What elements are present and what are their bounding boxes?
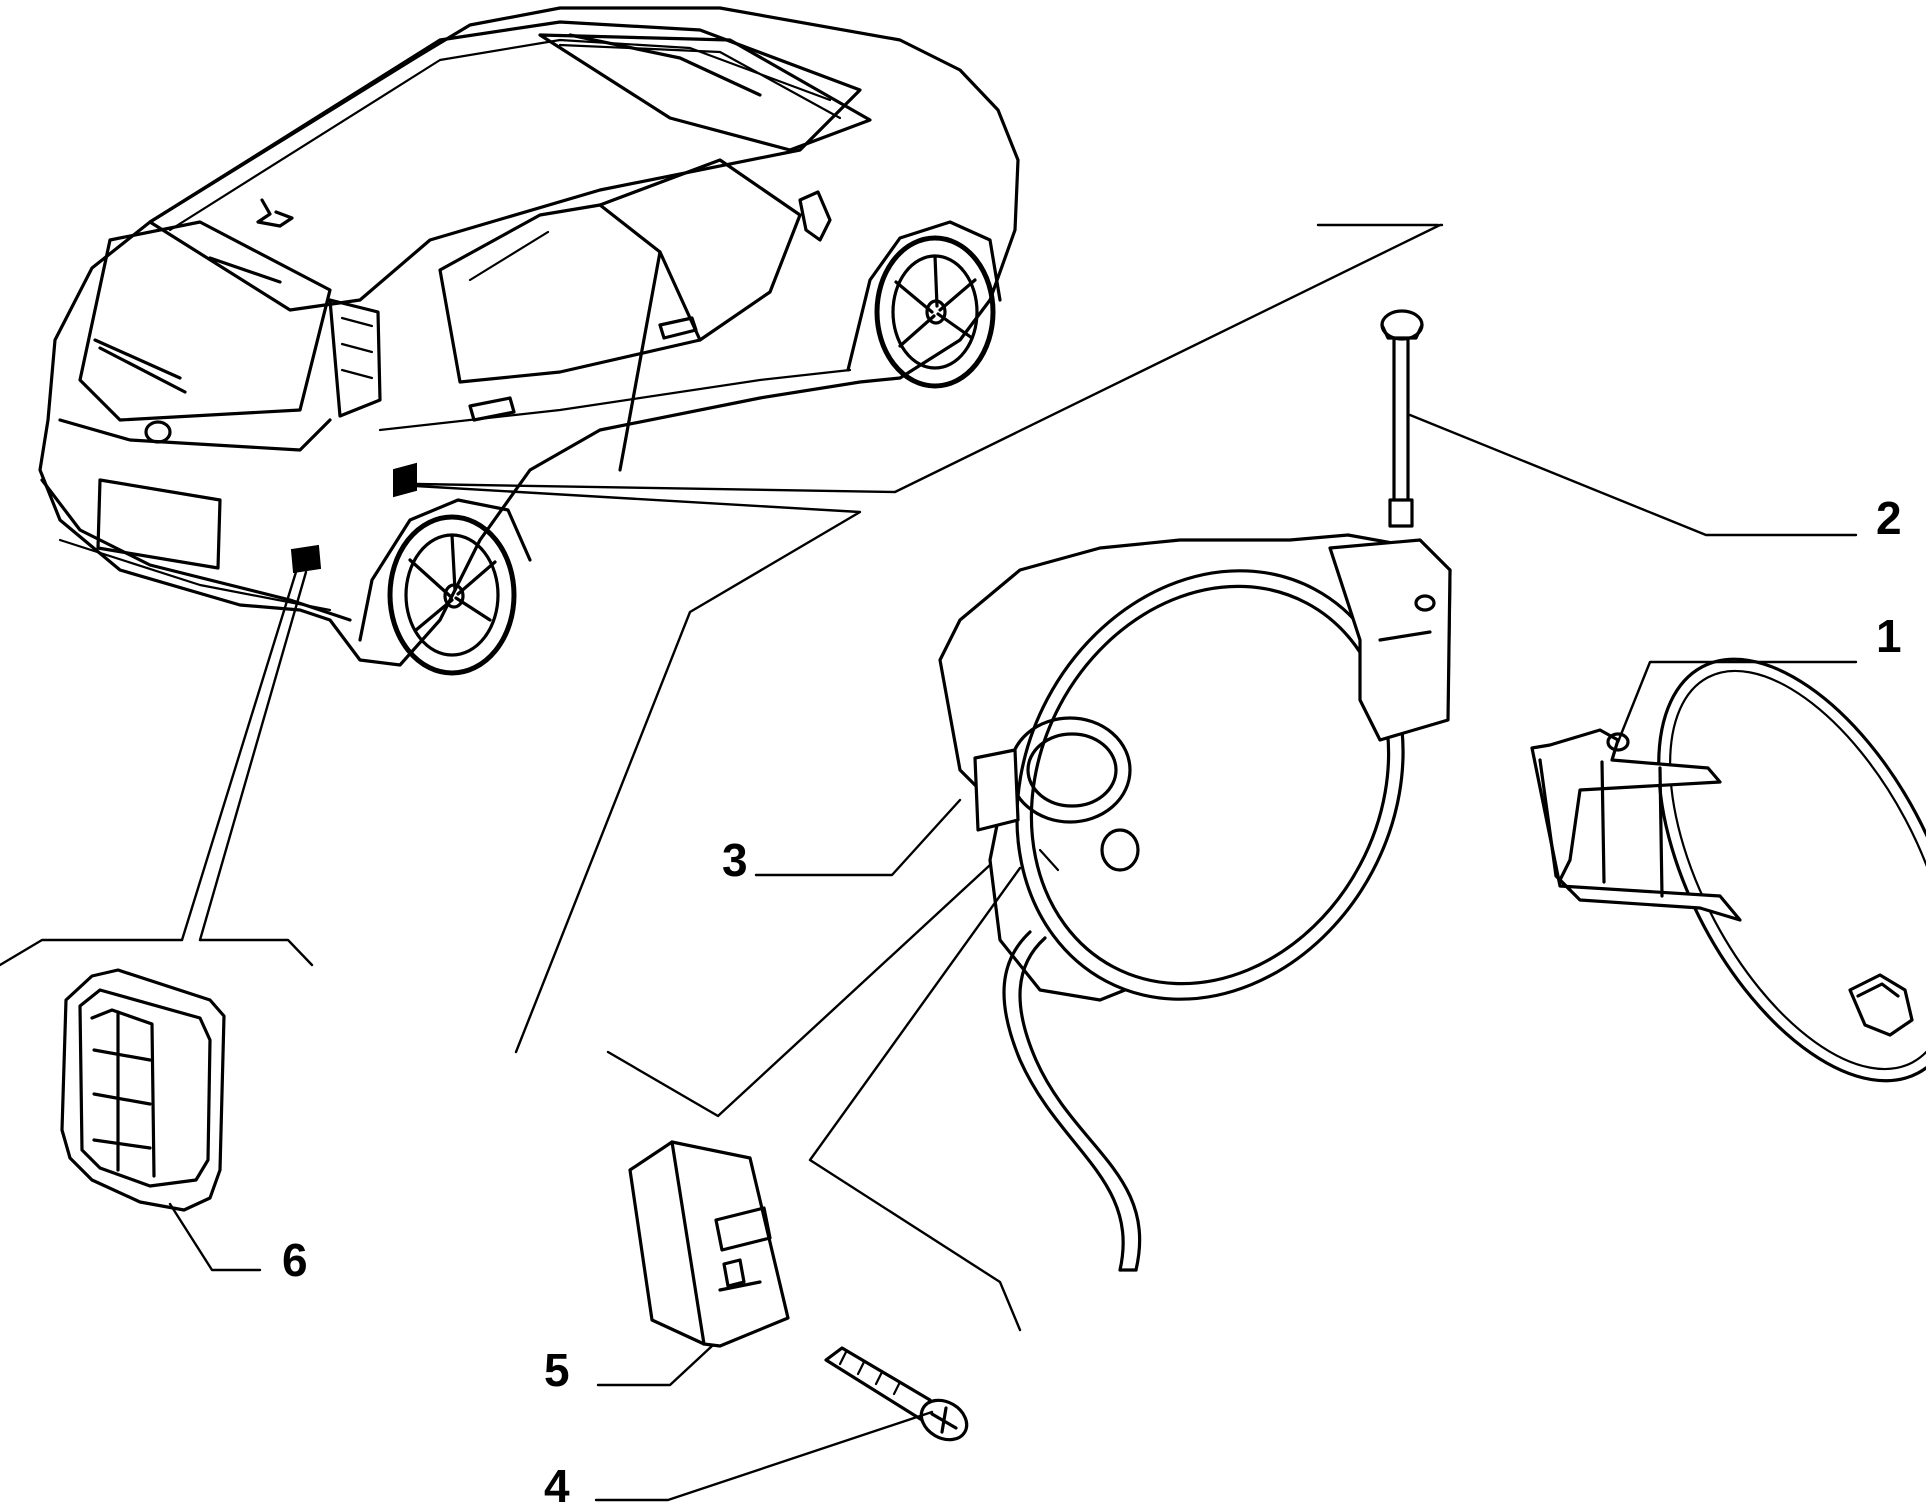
part-number-4: 4 (544, 1460, 570, 1503)
part-6-cover (60, 968, 226, 1212)
part-2-rod (1380, 309, 1424, 528)
part-3-housing (938, 533, 1452, 1272)
part-number-5: 5 (544, 1344, 570, 1396)
car-illustration (38, 6, 1020, 676)
part-number-3: 3 (722, 834, 748, 886)
section-leader-lines (0, 223, 1444, 1054)
part-5-block (628, 1140, 790, 1348)
part-1-fuel-door (1530, 657, 1926, 1083)
part-4-screw (824, 1346, 969, 1442)
part-number-1: 1 (1876, 610, 1902, 662)
part-number-6: 6 (282, 1234, 308, 1286)
part-number-2: 2 (1876, 492, 1902, 544)
callout-leaders (168, 413, 1858, 1502)
part-number-labels: 1 2 3 4 5 6 (282, 492, 1902, 1503)
